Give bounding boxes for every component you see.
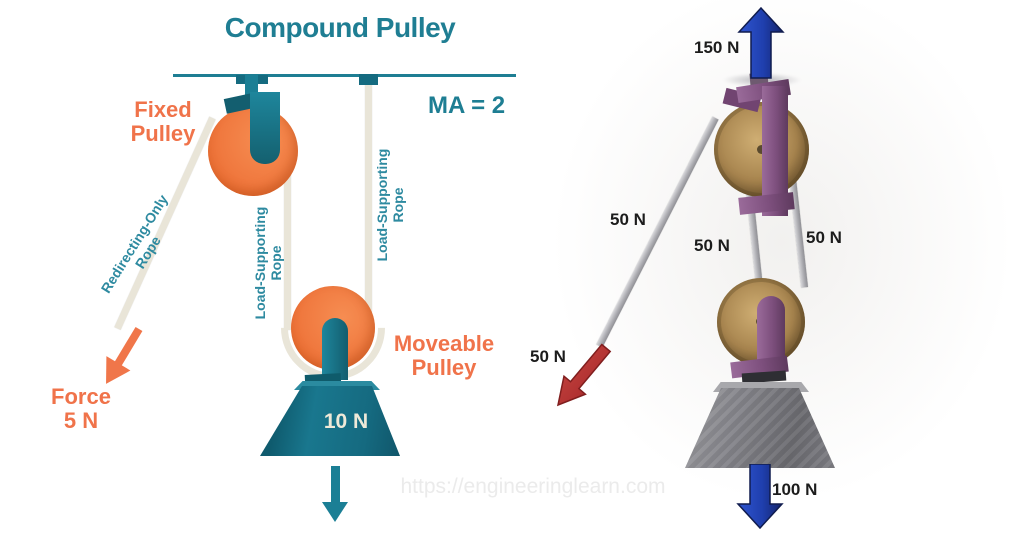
tension-label-left: 50 N xyxy=(610,210,646,229)
load-force-label: 100 N xyxy=(772,480,818,499)
tension-label-right: 50 N xyxy=(806,228,842,247)
applied-force-label: 150 N xyxy=(694,38,740,57)
redirecting-rope-label: Redirecting-Only Rope xyxy=(97,191,171,296)
fixed-pulley-bracket xyxy=(250,92,280,164)
tension-label-middle: 50 N xyxy=(694,236,730,255)
pull-arrow-icon xyxy=(556,343,612,407)
moveable-pulley-label: Moveable Pulley xyxy=(393,331,495,380)
weight-value-label: 10 N xyxy=(323,410,369,433)
mechanical-advantage-label: MA = 2 xyxy=(428,92,506,119)
pull-force-label: 50 N xyxy=(530,347,566,366)
load-rope-left xyxy=(284,155,291,330)
load-arrow-shaft xyxy=(331,466,340,504)
force-arrow-shaft xyxy=(113,326,143,368)
rope-ceiling-anchor xyxy=(359,74,378,85)
top-pulley-axle xyxy=(757,145,766,154)
moveable-pulley-hook xyxy=(322,318,348,380)
weight-top-face xyxy=(294,381,380,390)
ceiling-beam xyxy=(173,74,516,77)
load-down-arrow-icon xyxy=(312,466,358,522)
load-rope-right xyxy=(365,80,372,312)
down-arrow-icon xyxy=(736,464,784,530)
load-rope-right-label: Load-Supporting Rope xyxy=(374,148,406,262)
fixed-pulley-label: Fixed Pulley xyxy=(130,97,196,146)
watermark: https://engineeringlearn.com xyxy=(400,475,666,498)
stone-weight-top-face xyxy=(713,382,809,392)
force-label: Force 5 N xyxy=(51,384,111,433)
load-arrow-head xyxy=(322,502,348,522)
up-arrow-icon xyxy=(737,6,785,79)
diagram-title: Compound Pulley xyxy=(224,12,456,43)
load-rope-left-label: Load-Supporting Rope xyxy=(252,206,284,320)
